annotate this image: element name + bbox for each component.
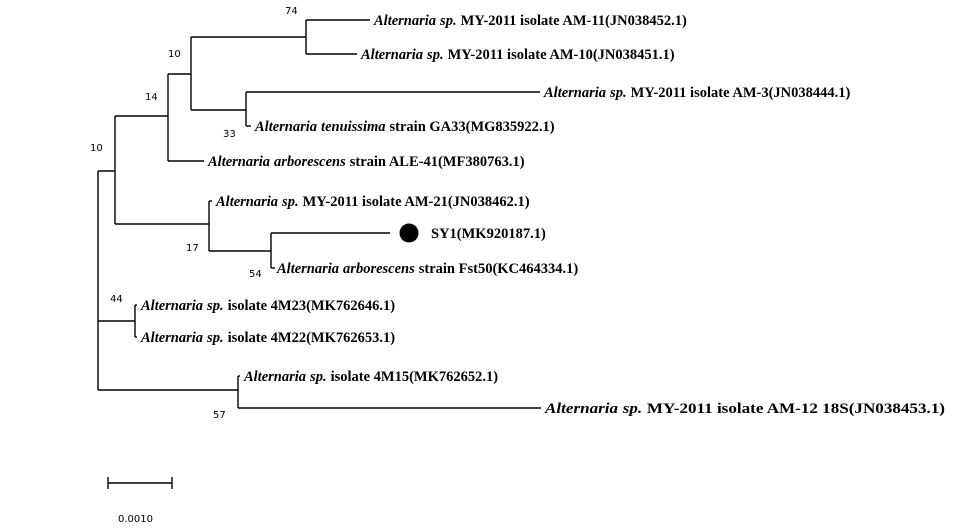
taxon-epithet: sp. xyxy=(439,13,457,29)
taxon-rest: MY-2011 isolate AM-21(JN038462.1) xyxy=(303,194,530,210)
taxon-epithet: sp. xyxy=(309,369,327,385)
taxon-epithet: sp. xyxy=(281,194,299,210)
taxon-genus: Alternaria xyxy=(243,369,306,385)
taxon-genus: Alternaria xyxy=(207,154,270,170)
bootstrap-value: 10 xyxy=(168,49,181,60)
taxon-rest: MY-2011 isolate AM-10(JN038451.1) xyxy=(448,47,675,63)
taxon-rest: MY-2011 isolate AM-3(JN038444.1) xyxy=(631,85,851,101)
taxon-epithet: sp. xyxy=(206,330,224,346)
taxon-epithet: sp. xyxy=(609,85,627,101)
scale-bar: 0.0010 xyxy=(107,477,173,525)
taxon-epithet: tenuissima xyxy=(321,119,385,135)
tree-branches xyxy=(97,19,541,409)
taxon-genus: Alternaria xyxy=(215,194,278,210)
taxon-genus: Alternaria xyxy=(254,119,317,135)
bootstrap-value: 57 xyxy=(213,410,226,421)
bootstrap-value: 54 xyxy=(249,269,262,280)
taxon-rest: strain GA33(MG835922.1) xyxy=(390,119,555,135)
taxon-genus: Alternaria xyxy=(140,298,203,314)
taxon-label-query: SY1(MK920187.1) xyxy=(431,226,546,242)
taxon-genus: Alternaria xyxy=(276,261,339,277)
taxon-genus: Alternaria xyxy=(360,47,423,63)
taxon-rest: SY1(MK920187.1) xyxy=(431,226,546,242)
taxon-rest: strain Fst50(KC464334.1) xyxy=(419,261,579,277)
taxon-epithet: sp. xyxy=(622,401,643,417)
bootstrap-value: 44 xyxy=(110,294,123,305)
taxon-rest: MY-2011 isolate AM-12 18S(JN038453.1) xyxy=(647,401,945,417)
taxon-epithet: sp. xyxy=(206,298,224,314)
taxon-rest: isolate 4M15(MK762652.1) xyxy=(331,369,499,385)
query-sample-marker xyxy=(399,223,419,243)
bootstrap-value: 10 xyxy=(90,143,103,154)
taxon-genus: Alternaria xyxy=(543,85,606,101)
bootstrap-values: 74 10 14 33 10 17 54 44 57 xyxy=(90,6,298,421)
bootstrap-value: 14 xyxy=(145,92,158,103)
bootstrap-value: 74 xyxy=(285,6,298,17)
bootstrap-value: 33 xyxy=(223,129,236,140)
taxon-genus: Alternaria xyxy=(544,401,618,417)
taxon-epithet: arborescens xyxy=(274,154,346,170)
taxon-rest: isolate 4M22(MK762653.1) xyxy=(228,330,396,346)
taxon-genus: Alternaria xyxy=(140,330,203,346)
taxon-rest: MY-2011 isolate AM-11(JN038452.1) xyxy=(461,13,687,29)
taxon-rest: strain ALE-41(MF380763.1) xyxy=(350,154,525,170)
taxon-genus: Alternaria xyxy=(373,13,436,29)
bootstrap-value: 17 xyxy=(186,243,199,254)
taxon-epithet: sp. xyxy=(426,47,444,63)
taxon-rest: isolate 4M23(MK762646.1) xyxy=(228,298,396,314)
taxon-epithet: arborescens xyxy=(343,261,415,277)
scale-bar-label: 0.0010 xyxy=(118,514,153,525)
